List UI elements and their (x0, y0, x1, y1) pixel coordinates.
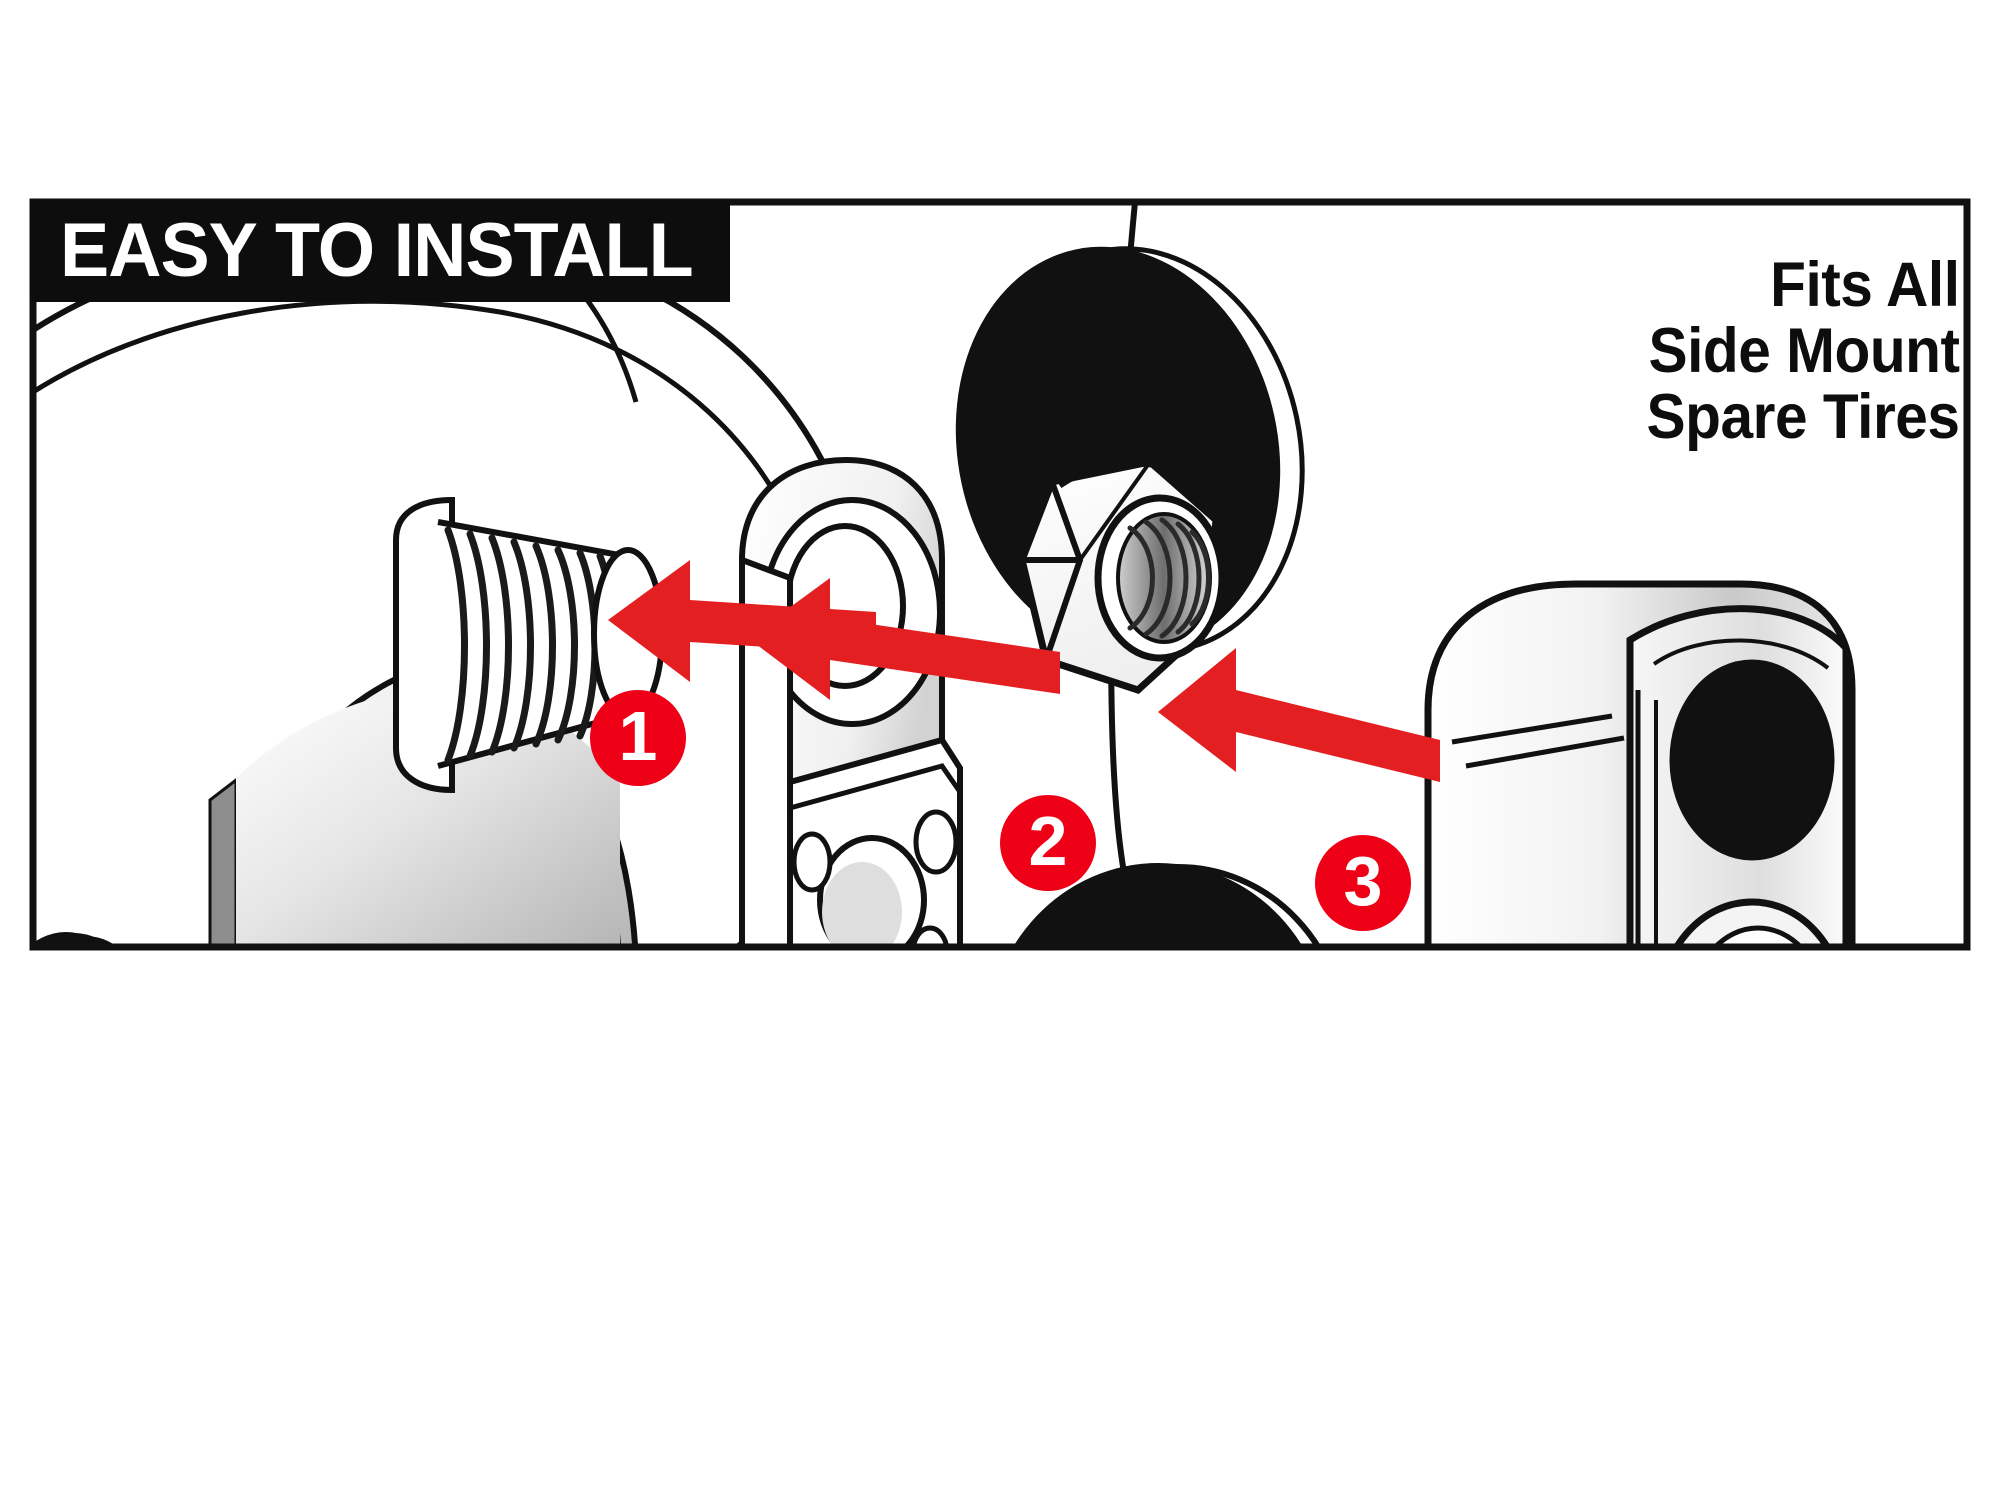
tagline-line-3: Spare Tires (1647, 382, 1960, 453)
mounting-bracket-eyelet (739, 456, 963, 947)
scene-contents (33, 202, 1856, 947)
headline-banner: EASY TO INSTALL (30, 199, 730, 302)
step-badge-1-number: 1 (618, 697, 658, 775)
step-badge-2: 2 (1000, 795, 1096, 891)
hex-nut (1018, 458, 1226, 694)
wheel-window-recess (208, 684, 620, 947)
panel-frame-border (29, 198, 1971, 951)
arrow-1 (608, 560, 876, 682)
step-badge-3: 3 (1315, 835, 1411, 931)
step-badge-3-number: 3 (1343, 842, 1383, 920)
assembly-arrows (608, 560, 1440, 782)
arrow-3 (1158, 648, 1440, 782)
tagline-block: Fits All Side Mount Spare Tires (1623, 250, 1961, 453)
lug-nut-pocket-left (33, 932, 118, 947)
lug-nut-pocket-center (1013, 863, 1322, 947)
headline-banner-label: EASY TO INSTALL (60, 207, 694, 293)
step-badge-2-number: 2 (1028, 802, 1068, 880)
tagline-line-2: Side Mount (1648, 316, 1961, 387)
tagline-line-1: Fits All (1770, 250, 1961, 320)
lock-body (1424, 580, 1856, 947)
arrow-2 (748, 578, 1060, 700)
step-badge-1: 1 (590, 690, 686, 786)
